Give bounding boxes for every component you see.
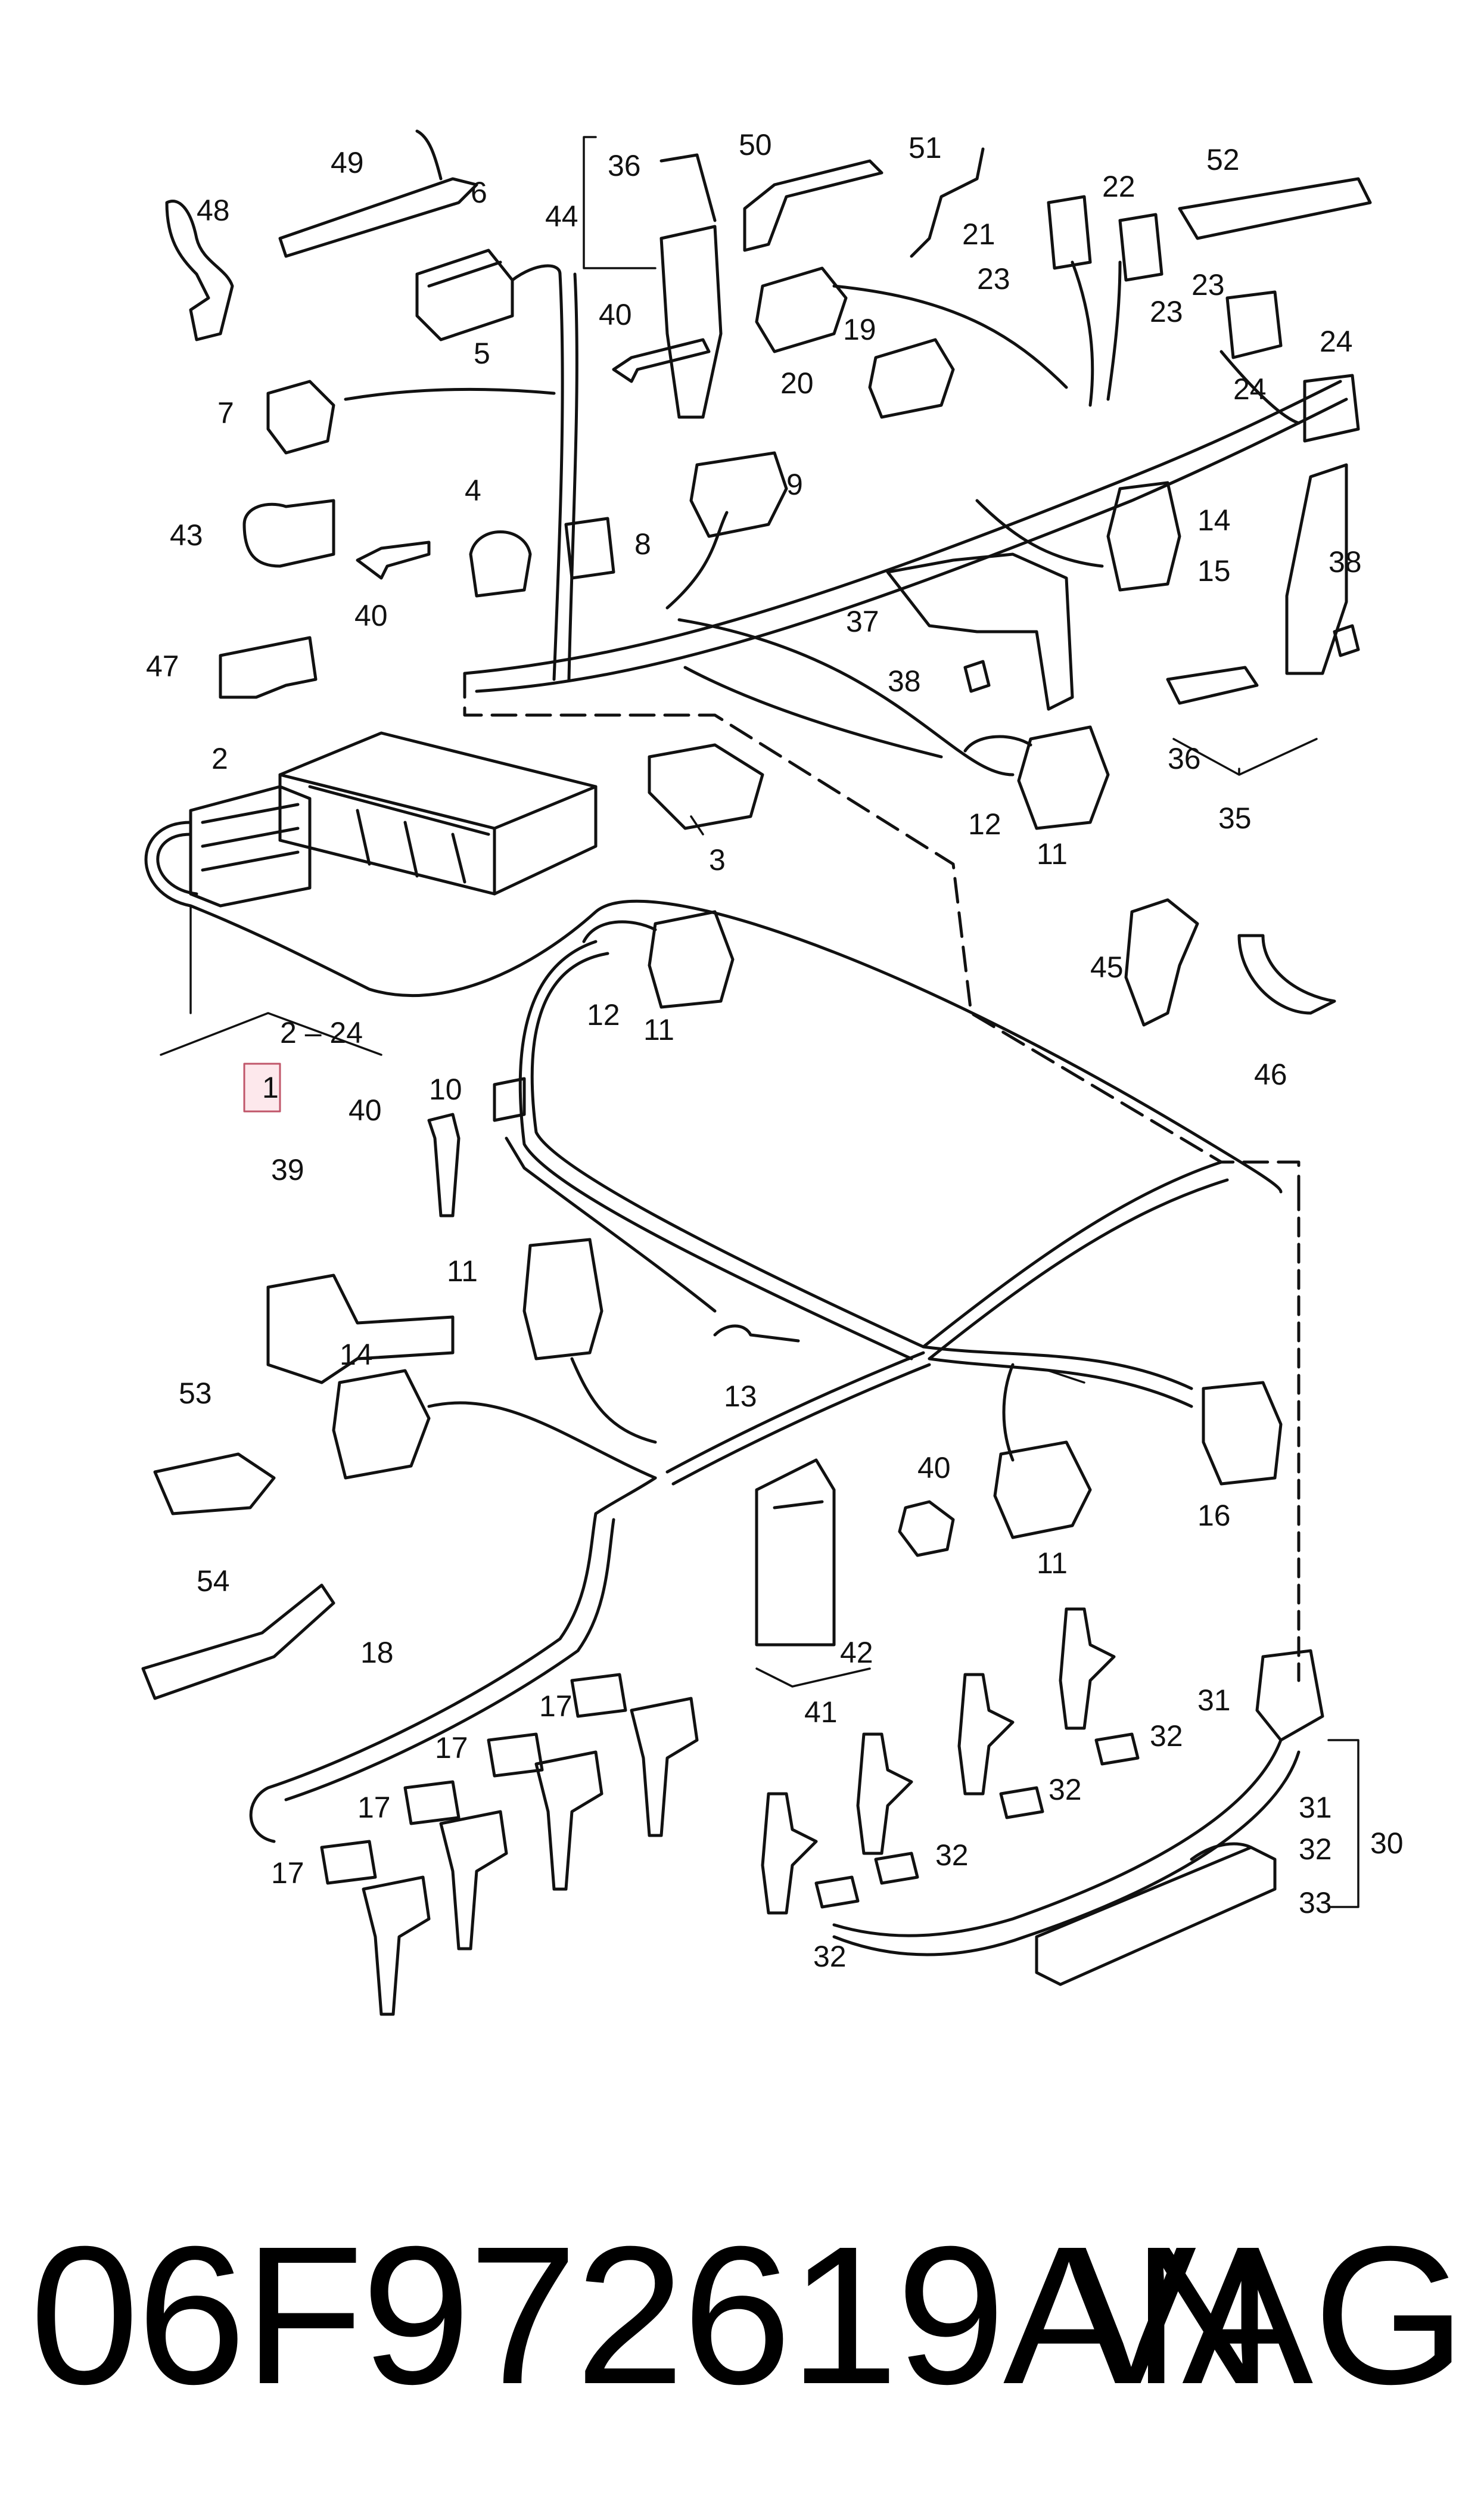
callout-22: 22: [1102, 170, 1135, 203]
wiring-harness-diagram: 1 2 2 – 24 3 4 5 6 7 8 9 10 11 11 11 11 …: [141, 128, 1404, 2016]
leader-lines: [160, 136, 1359, 1908]
callout-11a: 11: [1037, 837, 1068, 871]
callout-40d: 40: [917, 1451, 951, 1484]
callout-41: 41: [804, 1695, 838, 1729]
callout-51: 51: [909, 131, 942, 164]
ignition-coils: [320, 1673, 699, 2016]
fasteners: [356, 338, 1360, 1557]
callout-37: 37: [846, 605, 879, 638]
callout-17a: 17: [539, 1689, 573, 1723]
callout-32c: 32: [935, 1838, 969, 1872]
ecu-module: [189, 731, 598, 908]
highlighted-part-box: [243, 1063, 281, 1113]
callout-46: 46: [1254, 1058, 1287, 1091]
callout-11b: 11: [643, 1013, 674, 1046]
callout-8: 8: [634, 527, 651, 561]
callout-24a: 24: [1320, 325, 1353, 358]
callout-50: 50: [739, 128, 772, 161]
callout-40b: 40: [354, 599, 388, 632]
callout-43: 43: [170, 518, 203, 552]
callout-18: 18: [360, 1636, 394, 1669]
injectors: [761, 1607, 1140, 1915]
callout-48: 48: [197, 194, 230, 227]
callout-49: 49: [331, 146, 364, 179]
callout-15: 15: [1197, 554, 1231, 588]
callout-40a: 40: [599, 298, 632, 331]
callout-33: 33: [1299, 1886, 1332, 1919]
callout-23c: 23: [1191, 268, 1225, 302]
callout-14a: 14: [1197, 504, 1231, 537]
callout-36b: 36: [1168, 742, 1201, 775]
callout-44: 44: [545, 200, 578, 233]
callout-11c: 11: [447, 1254, 478, 1288]
callout-38b: 38: [1329, 545, 1362, 579]
callout-19: 19: [843, 313, 876, 346]
callout-31b: 31: [1299, 1791, 1332, 1824]
callout-53: 53: [179, 1377, 212, 1410]
callout-6: 6: [471, 176, 487, 209]
callout-17b: 17: [435, 1731, 468, 1765]
callout-17c: 17: [357, 1791, 391, 1824]
callout-32d: 32: [813, 1940, 847, 1973]
callout-9: 9: [786, 468, 803, 501]
callout-30: 30: [1370, 1827, 1404, 1860]
callout-35: 35: [1218, 802, 1252, 835]
brand-label: VAG: [1065, 2205, 1466, 2425]
lower-harness: [144, 821, 1301, 1956]
callout-11d: 11: [1037, 1546, 1068, 1580]
callout-2-24: 2 – 24: [280, 1016, 363, 1049]
callout-39: 39: [271, 1153, 304, 1186]
callout-17d: 17: [271, 1856, 304, 1890]
connectors: [266, 195, 1360, 1742]
callout-4: 4: [465, 474, 481, 507]
callout-40c: 40: [349, 1094, 382, 1127]
callout-52: 52: [1206, 143, 1240, 176]
callout-45: 45: [1090, 951, 1124, 984]
callout-7: 7: [217, 396, 234, 430]
callout-47: 47: [146, 650, 179, 683]
callout-32e: 32: [1299, 1832, 1332, 1866]
callout-23b: 23: [1150, 295, 1183, 328]
callout-23a: 23: [977, 262, 1010, 296]
callout-3: 3: [709, 843, 726, 877]
brackets: [141, 129, 1372, 1986]
callout-12a: 12: [968, 807, 1001, 841]
callout-32a: 32: [1150, 1719, 1183, 1753]
callout-16: 16: [1197, 1499, 1231, 1532]
callout-36a: 36: [608, 149, 641, 182]
part-number: 06F972619AN: [30, 2205, 1274, 2425]
callout-2: 2: [211, 742, 228, 775]
callout-42: 42: [840, 1636, 873, 1669]
callout-1: 1: [262, 1071, 279, 1104]
callout-31a: 31: [1197, 1684, 1231, 1717]
callout-14b: 14: [340, 1338, 373, 1371]
callout-labels: 1 2 2 – 24 3 4 5 6 7 8 9 10 11 11 11 11 …: [146, 128, 1404, 1973]
callout-32b: 32: [1049, 1773, 1082, 1806]
callout-12b: 12: [587, 998, 620, 1032]
callout-38a: 38: [888, 664, 921, 698]
main-harness: [344, 260, 1348, 1194]
callout-21: 21: [962, 218, 995, 251]
callout-5: 5: [474, 337, 490, 370]
callout-54: 54: [197, 1564, 230, 1598]
callout-10: 10: [429, 1073, 462, 1106]
callout-13: 13: [724, 1380, 757, 1413]
callout-24b: 24: [1233, 372, 1267, 406]
callout-20: 20: [780, 366, 814, 400]
